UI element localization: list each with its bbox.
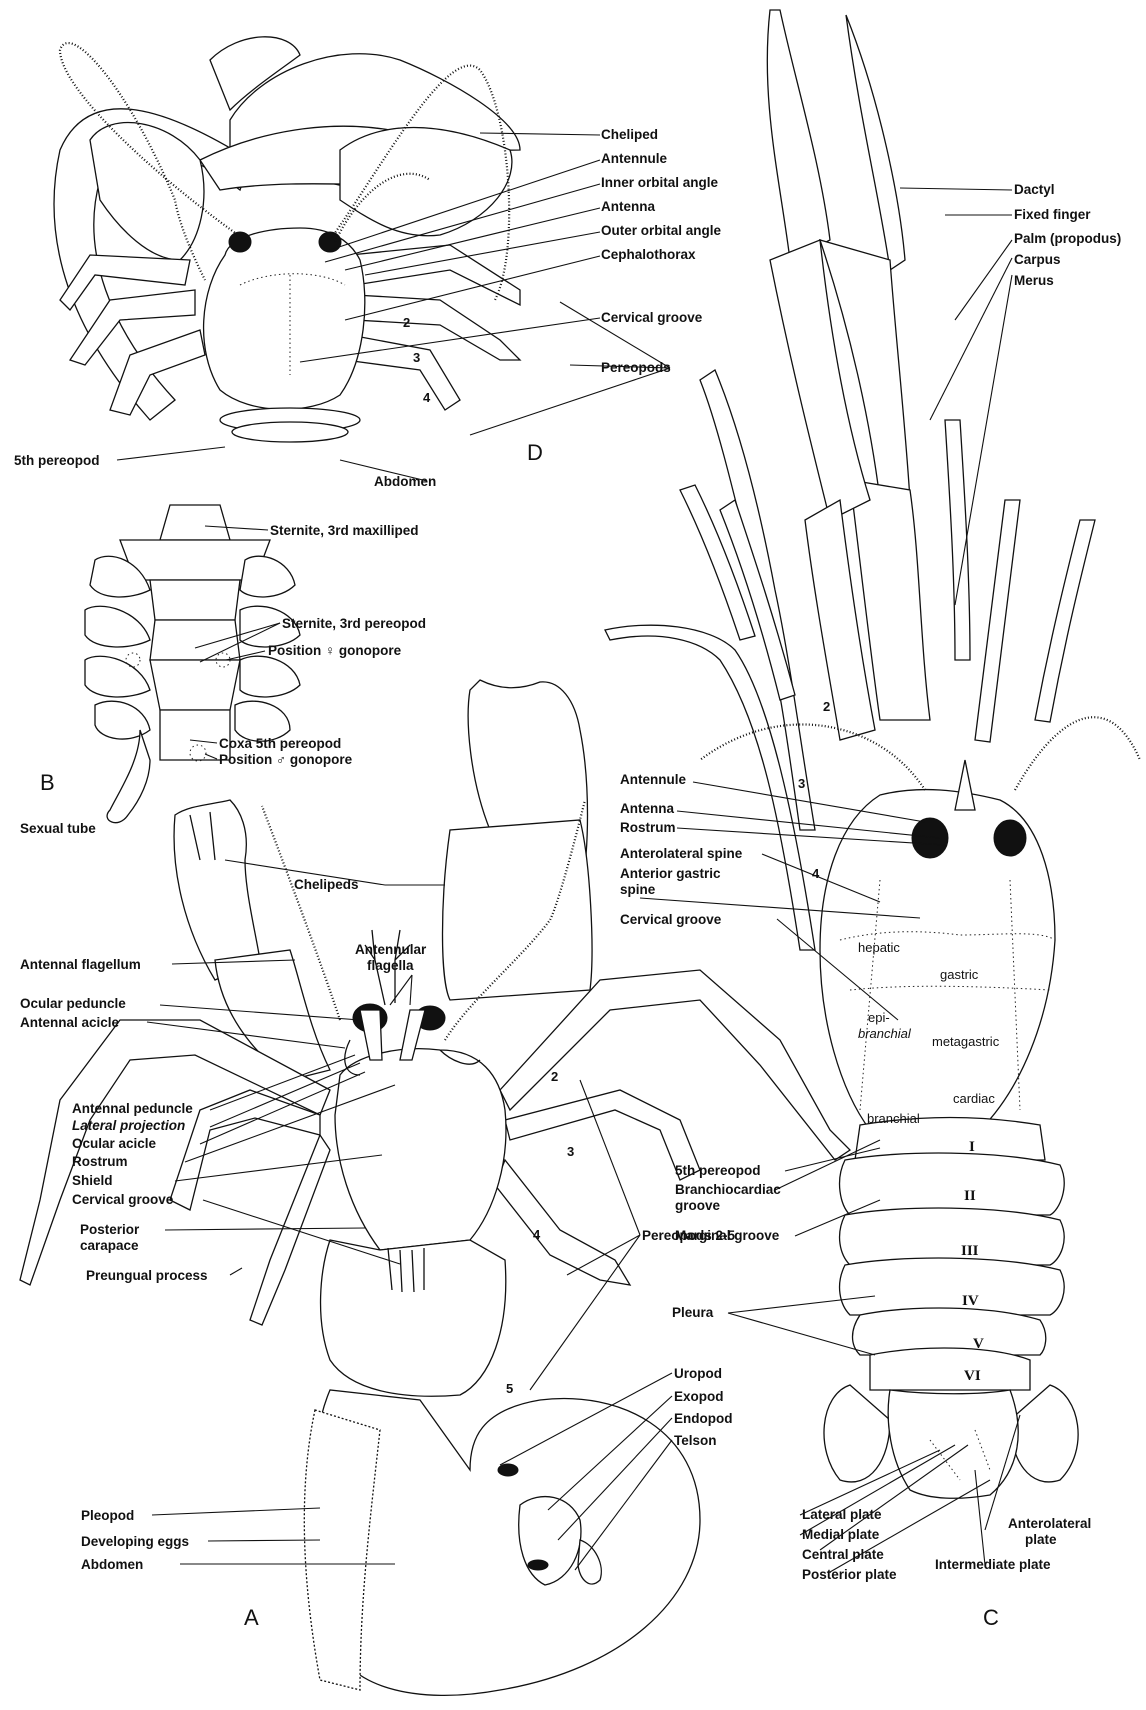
label-a-rostrum: Rostrum <box>72 1154 128 1169</box>
label-c-marginal-groove: Marginal groove <box>675 1228 780 1243</box>
label-d-antennule: Antennule <box>601 151 667 166</box>
label-c-cervical-groove: Cervical groove <box>620 912 722 927</box>
panel-a-leg-number: 5 <box>506 1381 513 1396</box>
region-epibranchial: branchial <box>858 1026 912 1041</box>
somite-numeral: IV <box>962 1293 979 1309</box>
label-b-sternite-3rd-pereopod: Sternite, 3rd pereopod <box>282 616 426 631</box>
label-c-intermediate-plate: Intermediate plate <box>935 1557 1051 1572</box>
region-hepatic: hepatic <box>858 940 900 955</box>
label-d-cervical-groove: Cervical groove <box>601 310 703 325</box>
panel-b-drawing <box>85 505 300 823</box>
label-a-lateral-projection: Lateral projection <box>72 1118 185 1133</box>
label-c-central-plate: Central plate <box>802 1547 884 1562</box>
somite-numeral: II <box>964 1188 976 1204</box>
panel-a-leg-number: 4 <box>533 1227 541 1242</box>
panel-c-leg-number: 3 <box>798 776 805 791</box>
label-a-uropod: Uropod <box>674 1366 722 1381</box>
label-c-anterolateral-spine: Anterolateral spine <box>620 846 743 861</box>
label-a-exopod: Exopod <box>674 1389 724 1404</box>
label-c-rostrum: Rostrum <box>620 820 676 835</box>
label-a-ocular-peduncle: Ocular peduncle <box>20 996 126 1011</box>
label-c-palm: Palm (propodus) <box>1014 231 1121 246</box>
label-c-carpus: Carpus <box>1014 252 1061 267</box>
label-b-coxa-5th-pereopod: Coxa 5th pereopod <box>219 736 341 751</box>
label-a-developing-eggs: Developing eggs <box>81 1534 189 1549</box>
label-a-antennal-peduncle: Antennal peduncle <box>72 1101 193 1116</box>
label-a-chelipeds: Chelipeds <box>294 877 359 892</box>
panel-d-drawing <box>54 37 520 442</box>
panel-d-leg-number: 2 <box>403 315 410 330</box>
label-c-anterolateral-plate: Anterolateral <box>1008 1516 1091 1531</box>
label-c-antennule: Antennule <box>620 772 686 787</box>
label-c-merus: Merus <box>1014 273 1054 288</box>
label-b-sexual-tube: Sexual tube <box>20 821 96 836</box>
somite-numeral: V <box>973 1336 984 1352</box>
label-a-ocular-acicle: Ocular acicle <box>72 1136 157 1151</box>
label-c-dactyl: Dactyl <box>1014 182 1055 197</box>
label-a-cervical-groove: Cervical groove <box>72 1192 174 1207</box>
label-a-preungual-process: Preungual process <box>86 1268 208 1283</box>
somite-numeral: VI <box>964 1368 981 1384</box>
label-d-outer-orbital-angle: Outer orbital angle <box>601 223 722 238</box>
panel-letter-b: B <box>40 770 55 795</box>
label-c-lateral-plate: Lateral plate <box>802 1507 882 1522</box>
label-a-telson: Telson <box>674 1433 717 1448</box>
panel-c-leg-number: 4 <box>812 866 820 881</box>
label-b-position-male-gonopore: Position ♂ gonopore <box>219 752 353 767</box>
label-c-posterior-plate: Posterior plate <box>802 1567 897 1582</box>
label-a-shield: Shield <box>72 1173 113 1188</box>
label-a-endopod: Endopod <box>674 1411 732 1426</box>
label-b-position-female-gonopore: Position ♀ gonopore <box>268 643 402 658</box>
label-d-abdomen: Abdomen <box>374 474 436 489</box>
label-c-antenna: Antenna <box>620 801 674 816</box>
label-a-posterior-carapace: Posterior <box>80 1222 140 1237</box>
label-d-fifth-pereopod: 5th pereopod <box>14 453 100 468</box>
panel-d-leg-number: 4 <box>423 390 431 405</box>
panel-letter-a: A <box>244 1605 259 1630</box>
panel-letter-d: D <box>527 440 543 465</box>
label-c-anterior-gastric-spine: Anterior gastric <box>620 866 721 881</box>
panel-a-leg-number: 3 <box>567 1144 574 1159</box>
label-b-sternite-3rd-maxilliped: Sternite, 3rd maxilliped <box>270 523 419 538</box>
label-a-antennular-flagella: flagella <box>367 958 414 973</box>
label-a-antennal-flagellum: Antennal flagellum <box>20 957 141 972</box>
panel-d-leg-number: 3 <box>413 350 420 365</box>
region-gastric: gastric <box>940 967 979 982</box>
panel-c-leg-number: 2 <box>823 699 830 714</box>
label-c-pleura: Pleura <box>672 1305 714 1320</box>
label-c-anterior-gastric-spine: spine <box>620 882 656 897</box>
label-a-antennular-flagella: Antennular <box>355 942 427 957</box>
label-a-posterior-carapace: carapace <box>80 1238 139 1253</box>
region-epibranchial: epi- <box>868 1010 890 1025</box>
somite-numeral: III <box>961 1243 979 1259</box>
label-d-inner-orbital-angle: Inner orbital angle <box>601 175 719 190</box>
label-c-fixed-finger: Fixed finger <box>1014 207 1091 222</box>
label-c-medial-plate: Medial plate <box>802 1527 880 1542</box>
label-a-abdomen: Abdomen <box>81 1557 143 1572</box>
label-a-pleopod: Pleopod <box>81 1508 134 1523</box>
label-c-branchiocardiac-groove: Branchiocardiac <box>675 1182 781 1197</box>
label-d-antenna: Antenna <box>601 199 655 214</box>
label-d-pereopods: Pereopods <box>601 360 671 375</box>
label-c-fifth-pereopod: 5th pereopod <box>675 1163 761 1178</box>
label-d-cheliped: Cheliped <box>601 127 658 142</box>
label-c-anterolateral-plate: plate <box>1025 1532 1057 1547</box>
label-c-branchiocardiac-groove: groove <box>675 1198 721 1213</box>
region-cardiac: cardiac <box>953 1091 995 1106</box>
region-branchial: branchial <box>867 1111 920 1126</box>
label-a-antennal-acicle: Antennal acicle <box>20 1015 120 1030</box>
region-metagastric: metagastric <box>932 1034 1000 1049</box>
panel-a-leg-number: 2 <box>551 1069 558 1084</box>
panel-letter-c: C <box>983 1605 999 1630</box>
somite-numeral: I <box>969 1139 975 1155</box>
label-d-cephalothorax: Cephalothorax <box>601 247 696 262</box>
